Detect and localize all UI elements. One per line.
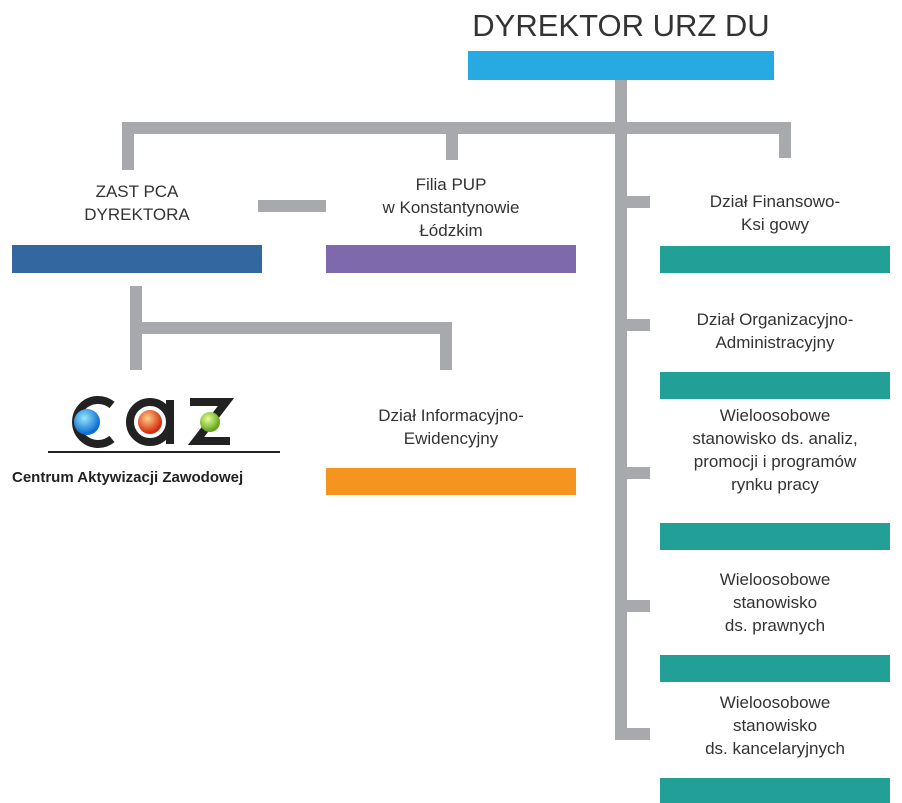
unit-legal-label: Wieloosobowe stanowisko ds. prawnych xyxy=(660,568,890,637)
deputy-label: ZAST PCA DYREKTORA xyxy=(12,180,262,226)
connector-director-down xyxy=(615,80,627,740)
info-dept-line-2: Ewidencyjny xyxy=(403,429,499,448)
unit-analysis-line-3: promocji i programów xyxy=(693,452,857,471)
connector-right-tick-1 xyxy=(615,196,650,208)
connector-right-tick-5 xyxy=(615,728,650,740)
deputy-bar xyxy=(12,245,262,273)
unit-analysis-bar xyxy=(660,523,890,550)
connector-right-tick-2 xyxy=(615,319,650,331)
caz-logo-mark xyxy=(72,396,235,448)
info-dept-label: Dział Informacyjno- Ewidencyjny xyxy=(326,404,576,450)
branch-label: Filia PUP w Konstantynowie Łódzkim xyxy=(326,173,576,242)
caz-caption: Centrum Aktywizacji Zawodowej xyxy=(12,469,244,486)
unit-analysis-line-2: stanowisko ds. analiz, xyxy=(692,429,858,448)
caz-underline xyxy=(48,451,280,453)
unit-analysis-line-4: rynku pracy xyxy=(731,475,819,494)
connector-right-tick-3 xyxy=(615,467,650,479)
unit-org-admin-line-2: Administracyjny xyxy=(715,333,835,352)
unit-office-label: Wieloosobowe stanowisko ds. kancelaryjny… xyxy=(660,691,890,760)
unit-legal-bar xyxy=(660,655,890,682)
unit-office-line-3: ds. kancelaryjnych xyxy=(705,739,845,758)
connector-to-right-first xyxy=(779,122,791,158)
red-ball-icon xyxy=(138,410,162,434)
unit-analysis-label: Wieloosobowe stanowisko ds. analiz, prom… xyxy=(660,404,890,496)
unit-office-bar xyxy=(660,778,890,803)
unit-finance-line-1: Dział Finansowo- xyxy=(709,192,841,211)
branch-line-2: w Konstantynowie xyxy=(382,198,520,217)
unit-org-admin-label: Dział Organizacyjno- Administracyjny xyxy=(660,308,890,354)
branch-line-1: Filia PUP xyxy=(415,175,487,194)
unit-office-line-2: stanowisko xyxy=(732,716,818,735)
unit-finance-label: Dział Finansowo- Ksi gowy xyxy=(660,190,890,236)
unit-analysis-line-1: Wieloosobowe xyxy=(719,406,831,425)
connector-to-deputy xyxy=(122,122,134,170)
deputy-line-1: ZAST PCA xyxy=(95,182,179,201)
blue-ball-icon xyxy=(74,409,100,435)
connector-deputy-horizontal xyxy=(130,322,452,334)
director-title: DYREKTOR URZ DU xyxy=(472,8,770,43)
connector-deputy-branch xyxy=(258,200,326,212)
unit-org-admin-line-1: Dział Organizacyjno- xyxy=(696,310,854,329)
unit-finance-bar xyxy=(660,246,890,273)
caz-logo: Centrum Aktywizacji Zawodowej xyxy=(0,385,300,495)
unit-org-admin-bar xyxy=(660,372,890,399)
unit-finance-line-2: Ksi gowy xyxy=(740,215,810,234)
connector-to-info-dept xyxy=(440,322,452,370)
unit-legal-line-3: ds. prawnych xyxy=(724,616,826,635)
unit-office-line-1: Wieloosobowe xyxy=(719,693,831,712)
info-dept-bar xyxy=(326,468,576,495)
connector-right-tick-4 xyxy=(615,600,650,612)
unit-legal-line-1: Wieloosobowe xyxy=(719,570,831,589)
unit-legal-line-2: stanowisko xyxy=(732,593,818,612)
branch-bar xyxy=(326,245,576,273)
deputy-line-2: DYREKTORA xyxy=(84,205,190,224)
connector-to-branch xyxy=(446,122,458,160)
director-bar xyxy=(468,51,774,80)
info-dept-line-1: Dział Informacyjno- xyxy=(378,406,524,425)
branch-line-3: Łódzkim xyxy=(419,221,483,240)
green-ball-icon xyxy=(200,412,220,432)
